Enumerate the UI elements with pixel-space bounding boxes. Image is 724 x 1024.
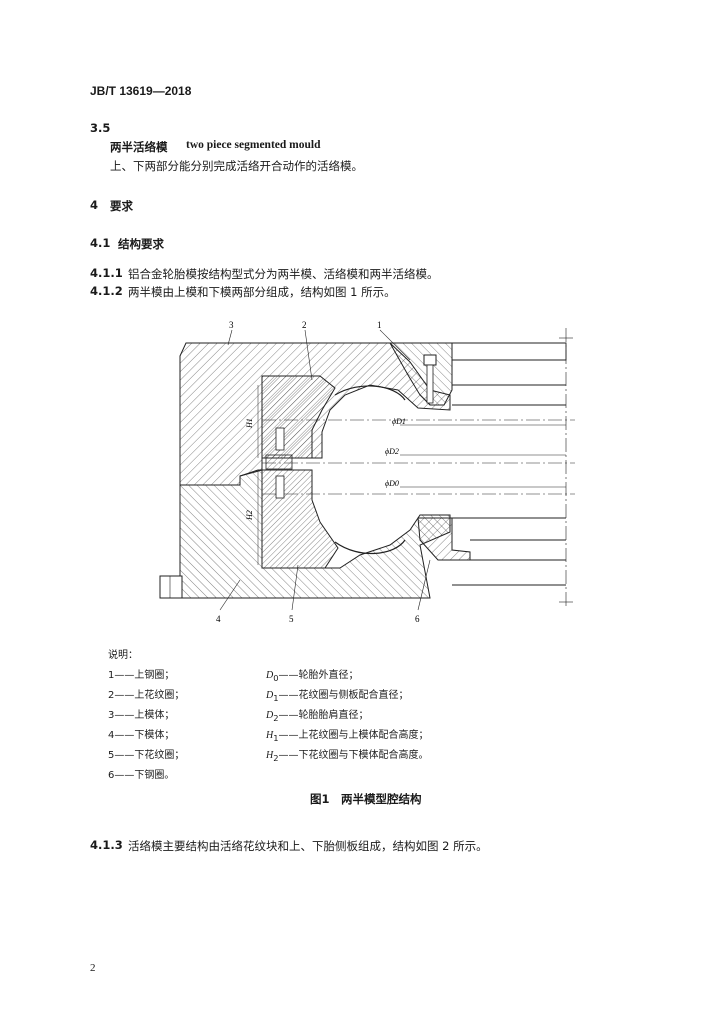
- callout-2: 2: [302, 320, 307, 330]
- term-chinese: 两半活络模: [110, 140, 168, 154]
- term-english: two piece segmented mould: [186, 139, 321, 151]
- clause-number-3-5: 3.5: [90, 121, 111, 135]
- callout-1: 1: [377, 320, 382, 330]
- page-number: 2: [90, 962, 96, 974]
- lower-mould-body: [179, 469, 451, 599]
- callout-4: 4: [216, 614, 221, 624]
- legend-right-item: D1——花纹圈与侧板配合直径；: [266, 690, 409, 703]
- legend-right-item: H1——上花纹圈与上模体配合高度；: [266, 730, 429, 743]
- clause-number-4-1-1: 4.1.1: [90, 266, 123, 280]
- legend-left-item: 6——下钢圈。: [108, 770, 175, 781]
- term-definition: 上、下两部分能分别完成活络开合动作的活络模。: [110, 159, 363, 173]
- clause-number-4-1-3: 4.1.3: [90, 838, 123, 852]
- standard-id: JB/T 13619—2018: [90, 84, 192, 98]
- legend-left-item: 2——上花纹圈；: [108, 690, 185, 701]
- legend-left-item: 3——上模体；: [108, 710, 175, 721]
- dim-label-d0: ϕD0: [385, 479, 399, 488]
- clause-text-4-1-3: 活络模主要结构由活络花纹块和上、下胎侧板组成，结构如图 2 所示。: [128, 839, 488, 853]
- dim-label-h1: H1: [245, 418, 254, 429]
- callout-6: 6: [415, 614, 420, 624]
- lower-steel-ring: [417, 517, 471, 561]
- section-number-4: 4: [90, 198, 99, 212]
- figure-caption: 图1 两半模型腔结构: [310, 792, 422, 806]
- dim-label-d1: ϕD1: [392, 417, 406, 426]
- section-title-4: 要求: [110, 199, 133, 213]
- callout-5: 5: [289, 614, 294, 624]
- legend-right-item: H2——下花纹圈与下模体配合高度。: [266, 750, 429, 763]
- legend-title: 说明：: [108, 650, 138, 661]
- legend-left-item: 1——上钢圈；: [108, 670, 175, 681]
- dim-label-h2: H2: [245, 510, 254, 521]
- legend-left-item: 5——下花纹圈；: [108, 750, 185, 761]
- figure-1-mould-drawing: 3 2 1 4 5 6 ϕD1 ϕD2 ϕD0 H1 H2: [159, 320, 575, 624]
- tyre-cavity-outline: [334, 385, 406, 554]
- dim-label-d2: ϕD2: [385, 447, 399, 456]
- lower-pattern-ring: [261, 469, 339, 569]
- section-number-4-1: 4.1: [90, 236, 111, 250]
- callout-3: 3: [229, 320, 234, 330]
- legend-left-item: 4——下模体；: [108, 730, 175, 741]
- clause-number-4-1-2: 4.1.2: [90, 284, 123, 298]
- clause-text-4-1-2: 两半模由上模和下模两部分组成，结构如图 1 所示。: [128, 285, 396, 299]
- section-title-4-1: 结构要求: [118, 237, 164, 251]
- clause-text-4-1-1: 铝合金轮胎模按结构型式分为两半模、活络模和两半活络模。: [128, 267, 439, 281]
- legend-right-item: D0——轮胎外直径；: [266, 670, 359, 683]
- legend-right-item: D2——轮胎胎肩直径；: [266, 710, 369, 723]
